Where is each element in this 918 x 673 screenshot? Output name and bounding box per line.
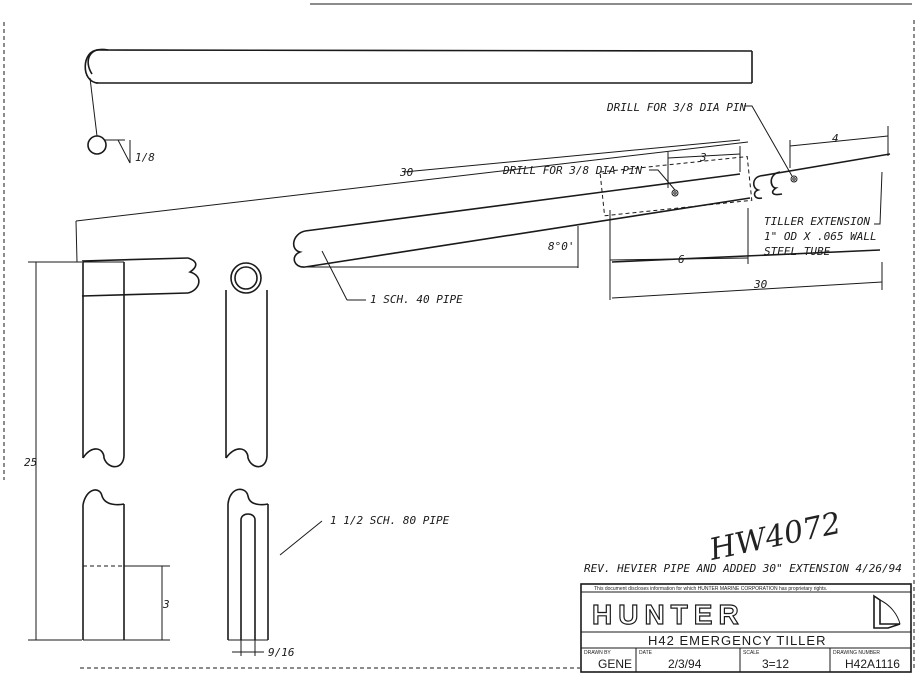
- center-vertical-pipe: [225, 262, 269, 656]
- drawn-by-caption: DRAWN BY: [584, 650, 611, 656]
- top-bent-tube: [84, 48, 753, 164]
- dimension-30-bottom: 30: [753, 278, 768, 291]
- left-vertical-pipe: [82, 261, 125, 641]
- angle-label: 8°0': [548, 240, 575, 253]
- dimension-4: [789, 126, 889, 168]
- dimension-3-bottom: 3: [162, 598, 170, 611]
- tiller-extension-spec: 1" OD X .065 WALL: [764, 230, 877, 243]
- title-block: [580, 583, 912, 673]
- revision-note: REV. HEVIER PIPE AND ADDED 30" EXTENSION…: [584, 562, 902, 575]
- sheet-border: [3, 3, 915, 670]
- date-caption: DATE: [639, 650, 653, 656]
- dimension-6-label: 6: [678, 253, 685, 266]
- drill-pin-label-2: DRILL FOR 3/8 DIA PIN: [606, 101, 746, 114]
- tiller-main-outline: [75, 139, 749, 263]
- drawing-number-caption: DRAWING NUMBER: [833, 650, 880, 656]
- drill-pin-label-1: DRILL FOR 3/8 DIA PIN: [502, 164, 642, 177]
- pipe-2-leader: [279, 520, 323, 556]
- angle-dimension-lines: [305, 226, 579, 268]
- handwritten-note: HW4072: [705, 506, 844, 568]
- tiller-extension-material: STEEL TUBE: [764, 245, 831, 258]
- tiller-extension-label: TILLER EXTENSION: [764, 215, 870, 228]
- proprietary-notice: This document discloses information for …: [594, 586, 827, 592]
- drawing-number: H42A1116: [845, 657, 900, 671]
- drawing-title: H42 EMERGENCY TILLER: [648, 633, 826, 648]
- dimension-3-lines: [124, 565, 170, 641]
- dimension-9-16: 9/16: [268, 646, 295, 659]
- drawn-by: GENE: [598, 657, 632, 671]
- extension-tube: [599, 153, 891, 263]
- pipe-2-label: 1 1/2 SCH. 80 PIPE: [330, 514, 450, 527]
- dimension-25: 25: [24, 456, 37, 469]
- weld-size-label: 1/8: [135, 151, 155, 164]
- drawing-date: 2/3/94: [668, 657, 702, 671]
- dimension-25-lines: [28, 261, 82, 641]
- dimension-3: 3: [699, 151, 707, 164]
- dimension-30-bottom-line: [611, 281, 883, 299]
- dimension-3-top: [667, 146, 741, 188]
- drawing-scale: 3=12: [762, 657, 789, 671]
- dimension-4-label: 4: [832, 132, 839, 145]
- dimension-6: [609, 208, 749, 300]
- pipe-1-leader: [321, 250, 348, 301]
- scale-caption: SCALE: [743, 650, 760, 656]
- hunter-logo: HUNTER: [592, 599, 745, 630]
- dimension-30-top: 30: [399, 166, 414, 179]
- pipe-1-label: 1 SCH. 40 PIPE: [370, 293, 463, 306]
- left-stub-pipe: [81, 257, 200, 297]
